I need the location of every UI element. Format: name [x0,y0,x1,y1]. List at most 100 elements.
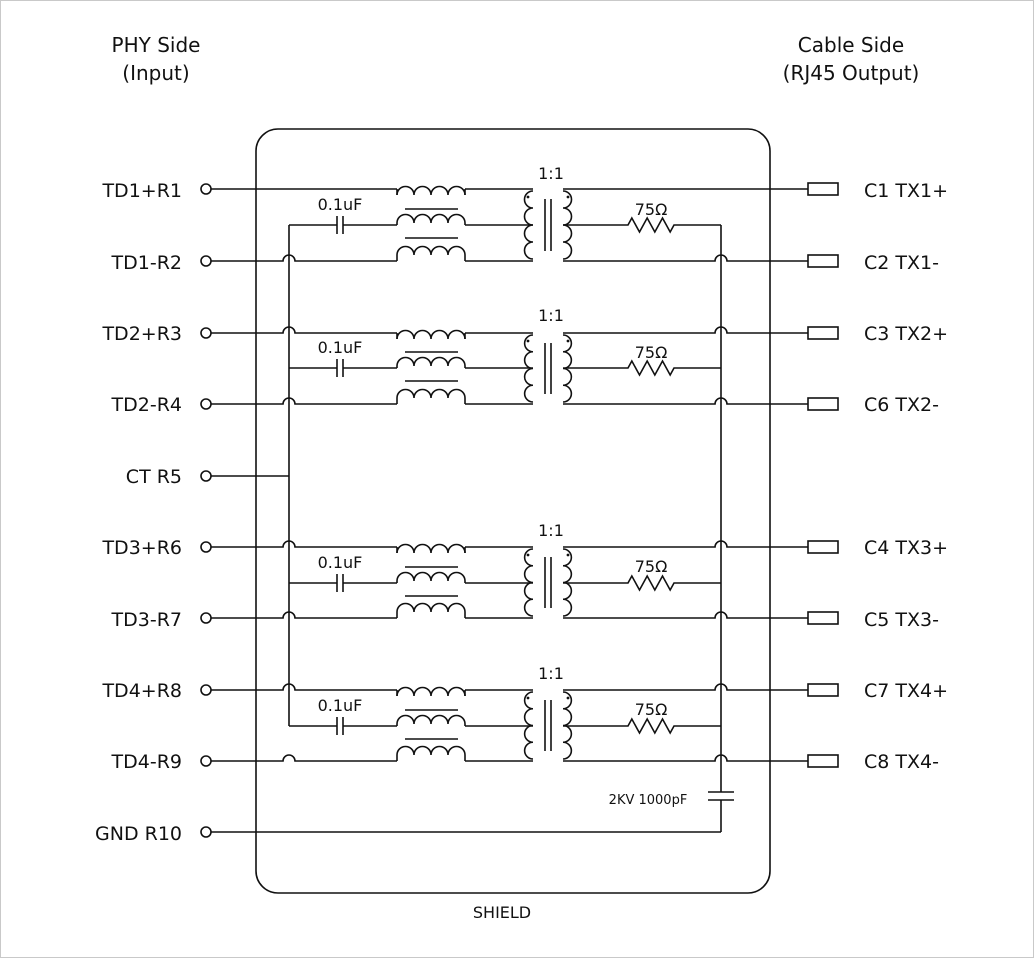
phy-pin-label: TD1-R2 [111,252,182,274]
shield-outline [255,128,771,894]
resistor-label: 75Ω [635,200,668,219]
rj45-terminal [807,397,839,411]
transformer-ratio-label: 1:1 [538,664,564,683]
phy-side-title: PHY Side [112,33,201,57]
output-wire-negative [563,611,808,619]
output-wire-negative [563,397,808,405]
cable-pin-label: C1 TX1+ [864,180,948,202]
phy-pin-label: CT R5 [126,466,182,488]
polarity-dot [566,195,570,199]
input-wire-negative [211,397,397,405]
choke-coil [396,602,466,613]
centre-tap-coil [396,714,466,725]
polarity-dot [566,696,570,700]
shield-label: SHIELD [473,903,531,922]
wiring [200,182,839,838]
wire [396,724,466,726]
cable-pin-label: C8 TX4- [864,751,939,773]
centre-tap-coil [396,356,466,367]
phy-pin-label: TD3+R6 [101,537,182,559]
output-wire-positive [563,683,808,691]
capacitor-label: 0.1uF [318,696,363,715]
input-wire-positive [211,683,397,691]
polarity-dot [566,553,570,557]
channel-2-labels: 0.1uF 1:1 75Ω [318,306,668,362]
phy-pin-terminal [200,183,212,195]
polarity-dot [526,339,530,343]
transformer-primary-coil [523,548,534,617]
input-wire-positive [211,326,397,334]
transformer-primary-coil [523,334,534,403]
output-wire-positive [563,540,808,548]
phy-pin-terminal [200,470,212,482]
phy-side-subtitle: (Input) [122,61,189,85]
channel-3-labels: 0.1uF 1:1 75Ω [318,521,668,576]
capacitor-label: 0.1uF [318,553,363,572]
phy-pin-terminal [200,755,212,767]
capacitor-label: 0.1uF [318,338,363,357]
input-wire-negative [211,254,397,262]
choke-coil [396,388,466,399]
input-wire-negative [211,611,397,619]
polarity-dot [526,195,530,199]
transformer-ratio-label: 1:1 [538,521,564,540]
output-wire-negative [563,754,808,762]
phy-pin-terminal [200,826,212,838]
phy-pin-terminal [200,327,212,339]
phy-pin-label: TD2-R4 [111,394,182,416]
transformer-primary-coil [523,691,534,760]
wire [396,366,466,368]
wire [396,223,466,225]
transformer-primary-coil [523,190,534,260]
output-wire-positive [563,326,808,334]
resistor-label: 75Ω [635,343,668,362]
transformer-ratio-label: 1:1 [538,306,564,325]
centre-tap-coil [396,213,466,224]
resistor-label: 75Ω [635,557,668,576]
rj45-terminal [807,326,839,340]
phy-pin-label: TD4-R9 [111,751,182,773]
choke-coil [396,185,466,196]
phy-pin-label: TD1+R1 [101,180,182,202]
cable-pin-label: C3 TX2+ [864,323,948,345]
phy-pin-terminal [200,255,212,267]
polarity-dot [526,553,530,557]
input-wire-negative [211,754,397,762]
phy-pin-terminal [200,684,212,696]
channel-1-labels: 0.1uF 1:1 75Ω [318,164,668,219]
polarity-dot [526,696,530,700]
resistor-symbol [616,216,686,234]
rj45-terminal [807,611,839,625]
rj45-terminal [807,683,839,697]
cable-side-subtitle: (RJ45 Output) [783,61,920,85]
phy-pin-label: TD2+R3 [101,323,182,345]
resistor-symbol [616,574,686,592]
phy-pin-label: TD4+R8 [101,680,182,702]
channel-4-labels: 0.1uF 1:1 75Ω [318,664,668,719]
hv-capacitor-label: 2KV 1000pF [609,793,688,808]
capacitor-label: 0.1uF [318,195,363,214]
cable-side-title: Cable Side [798,33,904,57]
phy-pin-label: TD3-R7 [111,609,182,631]
resistor-label: 75Ω [635,700,668,719]
cable-pin-label: C7 TX4+ [864,680,948,702]
resistor-symbol [616,717,686,735]
polarity-dot [566,339,570,343]
phy-pin-terminal [200,398,212,410]
rj45-terminal [807,540,839,554]
choke-coil [396,329,466,340]
phy-pin-label: GND R10 [95,823,182,845]
phy-pin-terminal [200,612,212,624]
cable-pin-label: C4 TX3+ [864,537,948,559]
phy-pin-terminal [200,541,212,553]
centre-tap-coil [396,571,466,582]
choke-coil [396,686,466,697]
input-wire-positive [211,540,397,548]
rj45-terminal [807,754,839,768]
choke-coil [396,245,466,256]
cable-pin-label: C2 TX1- [864,252,939,274]
wire [396,581,466,583]
resistor-symbol [616,359,686,377]
cable-pin-label: C5 TX3- [864,609,939,631]
